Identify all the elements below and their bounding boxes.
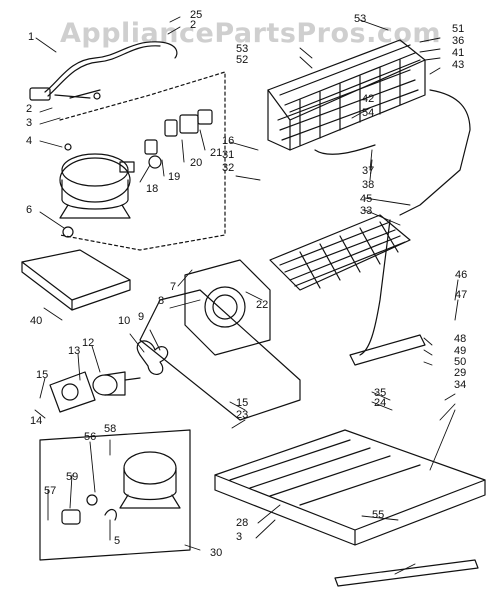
callout-34: 34 (454, 379, 467, 391)
callout-30: 30 (210, 547, 223, 559)
callout-58: 58 (104, 423, 117, 435)
callout-56: 56 (84, 431, 97, 443)
callout-3: 3 (26, 117, 33, 129)
callout-22: 22 (256, 299, 269, 311)
refrigerant-tubing[interactable] (359, 89, 471, 356)
grommet[interactable] (62, 226, 74, 238)
callout-9: 9 (138, 311, 145, 323)
callout-7: 7 (170, 281, 177, 293)
callout-13: 13 (68, 345, 81, 357)
callout-40: 40 (30, 315, 43, 327)
callout-25: 25 (190, 9, 203, 21)
callout-16: 16 (222, 135, 235, 147)
callout-37: 37 (362, 165, 375, 177)
fan-shroud[interactable] (184, 259, 271, 356)
callout-42: 42 (362, 93, 375, 105)
callout-29: 29 (454, 367, 467, 379)
callout-48: 48 (454, 333, 467, 345)
wire-harness[interactable] (29, 41, 178, 101)
callout-45: 45 (360, 193, 373, 205)
callout-24: 24 (374, 397, 387, 409)
callout-20: 20 (190, 157, 203, 169)
fan-blade[interactable] (136, 340, 169, 375)
callout-32: 32 (222, 162, 235, 174)
callout-15: 15 (236, 397, 249, 409)
condenser-coil[interactable] (267, 39, 426, 151)
callout-55: 55 (372, 509, 385, 521)
compressor-assembly-box (59, 71, 226, 251)
callout-15: 15 (36, 369, 49, 381)
wire-clip[interactable] (104, 508, 117, 521)
callout-12: 12 (82, 337, 95, 349)
fan-motor[interactable] (92, 371, 141, 396)
callout-59: 59 (66, 471, 79, 483)
callout-2: 2 (26, 103, 33, 115)
callout-38: 38 (362, 179, 375, 191)
callout-57: 57 (44, 485, 57, 497)
service-compressor-kit (39, 429, 191, 561)
callout-23: 23 (236, 409, 249, 421)
callout-28: 28 (236, 517, 249, 529)
callout-21: 21 (210, 147, 223, 159)
service-compressor[interactable] (119, 451, 181, 509)
screw[interactable] (64, 143, 72, 151)
compressor[interactable] (59, 153, 135, 219)
callout-10: 10 (118, 315, 131, 327)
callout-50: 50 (454, 356, 467, 368)
drain-tube[interactable] (314, 144, 376, 155)
callout-18: 18 (146, 183, 159, 195)
callout-47: 47 (455, 289, 468, 301)
fan-motor-bracket[interactable] (49, 371, 96, 413)
callout-5: 5 (114, 535, 121, 547)
callout-43: 43 (452, 59, 465, 71)
callout-2: 2 (190, 19, 197, 31)
callout-36: 36 (452, 35, 465, 47)
leader-lines (34, 16, 459, 575)
callout-46: 46 (455, 269, 468, 281)
callout-33: 33 (360, 205, 373, 217)
callout-53: 53 (236, 43, 249, 55)
relay-parts[interactable] (144, 109, 213, 169)
watermark-logo: AppliancePartsPros.com (60, 18, 442, 49)
callout-4: 4 (26, 135, 33, 147)
front-rail[interactable] (334, 559, 479, 587)
callout-49: 49 (454, 345, 467, 357)
callout-31: 31 (222, 149, 235, 161)
callout-51: 51 (452, 23, 465, 35)
callout-6: 6 (26, 204, 33, 216)
overload-protector[interactable] (86, 494, 98, 506)
callout-41: 41 (452, 47, 465, 59)
callout-19: 19 (168, 171, 181, 183)
callout-8: 8 (158, 295, 165, 307)
drain-pan[interactable] (21, 249, 131, 311)
callout-14: 14 (30, 415, 43, 427)
callout-3: 3 (236, 531, 243, 543)
brace[interactable] (349, 334, 426, 366)
callout-53: 53 (354, 13, 367, 25)
callout-35: 35 (374, 387, 387, 399)
base-frame[interactable] (214, 429, 486, 546)
fan-bracket[interactable] (139, 289, 301, 421)
callout-1: 1 (28, 31, 35, 43)
evaporator-coil[interactable] (269, 214, 411, 291)
callout-54: 54 (362, 107, 375, 119)
callout-52: 52 (236, 54, 249, 66)
start-relay[interactable] (61, 509, 81, 525)
